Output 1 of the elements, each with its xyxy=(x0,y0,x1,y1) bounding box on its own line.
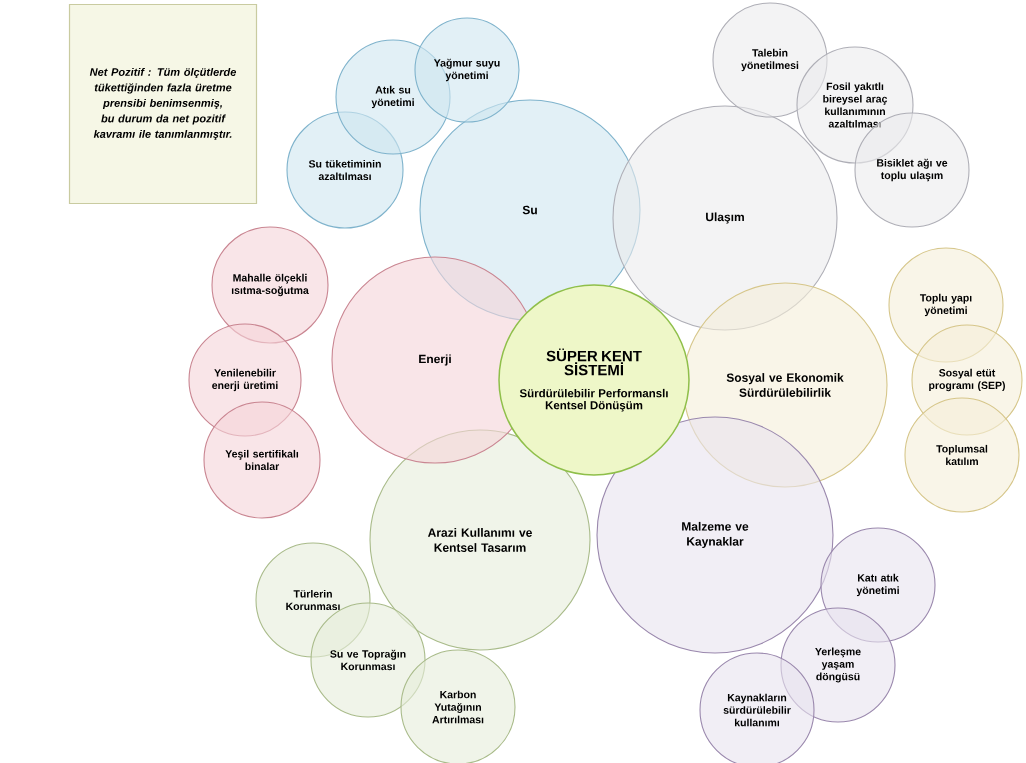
note-box: Net Pozitif : Tüm ölçütlerde tükettiğinden fazla üretme prensibi benimsenmiş, bu durum da net pozitif kavramı ile tanımlanmıştır. xyxy=(68,3,258,205)
